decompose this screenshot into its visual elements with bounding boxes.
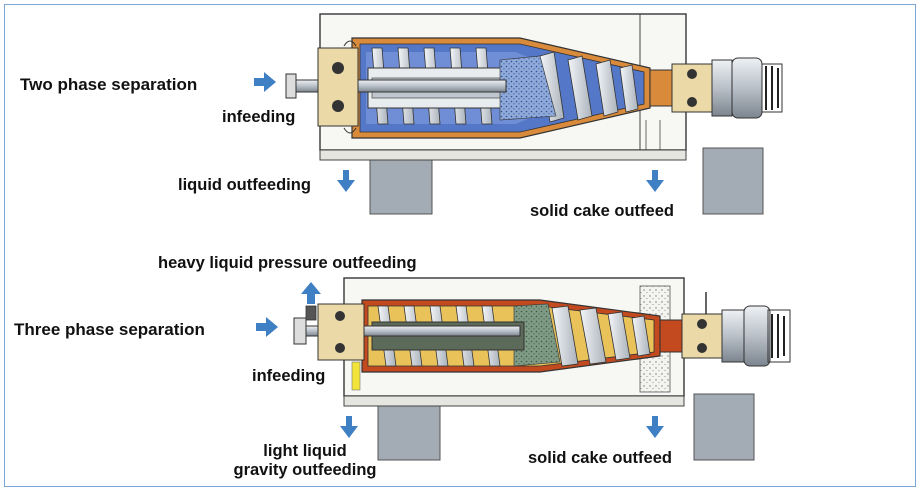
gearbox-icon <box>731 57 763 119</box>
arrow-down-light-icon <box>340 416 358 438</box>
support-right-icon <box>702 147 764 215</box>
bearing-left-icon <box>317 47 359 127</box>
three-phase-machine <box>293 277 791 461</box>
light-liquid-label: light liquid gravity outfeeding <box>210 442 400 480</box>
two-phase-solid-cake-label: solid cake outfeed <box>530 202 674 220</box>
heavy-liquid-label: heavy liquid pressure outfeeding <box>158 254 417 272</box>
support-right-icon <box>693 393 755 461</box>
three-phase-solid-cake-label: solid cake outfeed <box>528 449 672 467</box>
pulley-icon <box>761 63 783 113</box>
pulley-icon <box>767 309 791 363</box>
three-phase-infeeding-label: infeeding <box>252 367 326 385</box>
arrow-down-liquid-icon <box>337 170 355 192</box>
two-phase-liquid-outfeeding-label: liquid outfeeding <box>178 176 311 194</box>
light-liquid-line2: gravity outfeeding <box>233 461 377 479</box>
arrow-down-solid-icon <box>646 416 664 438</box>
two-phase-arrows <box>254 72 664 192</box>
arrow-right-infeed-icon <box>256 317 278 337</box>
two-phase-machine <box>285 13 783 215</box>
light-liquid-line1: light liquid <box>263 442 347 460</box>
arrow-up-heavy-icon <box>301 282 321 304</box>
arrow-right-infeed-icon <box>254 72 276 92</box>
diagram-frame <box>4 4 916 487</box>
arrow-down-solid-icon <box>646 170 664 192</box>
two-phase-infeeding-label: infeeding <box>222 108 296 126</box>
three-phase-arrows <box>256 282 664 438</box>
gearbox-icon <box>743 305 771 367</box>
three-phase-title: Three phase separation <box>14 320 205 339</box>
two-phase-title: Two phase separation <box>20 75 198 94</box>
